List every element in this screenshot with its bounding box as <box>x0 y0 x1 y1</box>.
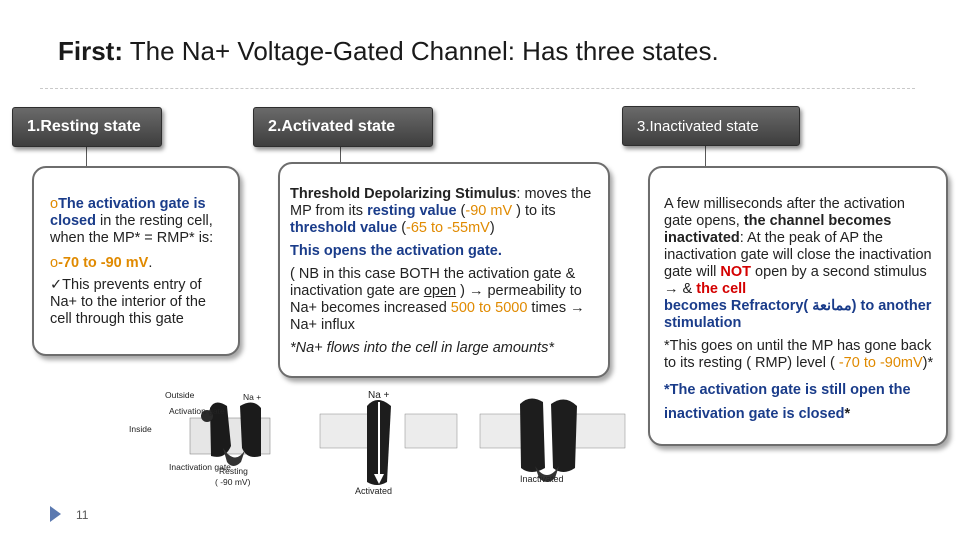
connector-line-2 <box>340 147 341 162</box>
state-label-resting: 1.Resting state <box>27 118 141 135</box>
arrow-icon: → <box>468 283 484 299</box>
resting-bullet-1: oThe activation gate is closed in the re… <box>50 196 214 246</box>
panel-resting: oThe activation gate is closed in the re… <box>32 166 240 356</box>
activated-para-4: *Na+ flows into the cell in large amount… <box>290 340 554 356</box>
connector-line-3 <box>705 146 706 166</box>
arrow-icon: → <box>570 300 585 316</box>
resting-bullet-2: o-70 to -90 mV. <box>50 255 153 271</box>
label-na-plus: Na + <box>243 392 261 402</box>
state-header-resting: 1.Resting state <box>12 107 162 147</box>
inactivated-para-3: *The activation gate is still open the i… <box>664 382 911 422</box>
channel-protein-activated <box>319 400 458 485</box>
slide-marker-icon <box>50 506 61 522</box>
panel-activated: Threshold Depolarizing Stimulus: moves t… <box>278 162 610 378</box>
title-rest: The Na+ Voltage-Gated Channel: Has three… <box>123 36 719 66</box>
label-inside: Inside <box>129 424 152 434</box>
state-header-activated: 2.Activated state <box>253 107 433 147</box>
activated-para-2: This opens the activation gate. <box>290 243 502 259</box>
channel-protein-resting <box>201 402 261 466</box>
arrow-icon: → <box>664 281 679 297</box>
label-activated: Activated <box>355 486 392 496</box>
channel-states-diagram: Outside Activation gate Na + Inside Inac… <box>129 390 626 496</box>
panel-inactivated: A few milliseconds after the activation … <box>648 166 948 446</box>
activated-para-1: Threshold Depolarizing Stimulus: moves t… <box>290 186 592 236</box>
label-activation-gate: Activation gate <box>169 406 225 416</box>
label-outside: Outside <box>165 390 195 400</box>
label-inactivation-gate: Inactivation gate <box>169 462 231 472</box>
label-resting: Resting <box>219 466 248 476</box>
page-number: 11 <box>76 508 89 522</box>
title-bold: First: <box>58 36 123 66</box>
page-title: First: The Na+ Voltage-Gated Channel: Ha… <box>58 36 719 67</box>
diagram-labels: Outside Activation gate Na + Inside Inac… <box>129 390 564 496</box>
title-divider <box>40 88 915 89</box>
inactivated-para-1: A few milliseconds after the activation … <box>664 196 932 331</box>
state-label-inactivated: 3.Inactivated state <box>637 117 759 135</box>
label-inactivated: Inactivated <box>520 474 564 484</box>
state-header-inactivated: 3.Inactivated state <box>622 106 800 146</box>
inactivated-para-2: *This goes on until the MP has gone back… <box>664 338 934 371</box>
channel-protein-inactivated <box>479 398 626 482</box>
state-label-activated: 2.Activated state <box>268 118 396 135</box>
resting-bullet-3: ✓This prevents entry of Na+ to the inter… <box>50 277 206 327</box>
activated-para-3: ( NB in this case BOTH the activation ga… <box>290 266 585 333</box>
label-resting-mv: ( -90 mV) <box>215 477 251 487</box>
label-na-plus-2: Na + <box>368 390 390 401</box>
